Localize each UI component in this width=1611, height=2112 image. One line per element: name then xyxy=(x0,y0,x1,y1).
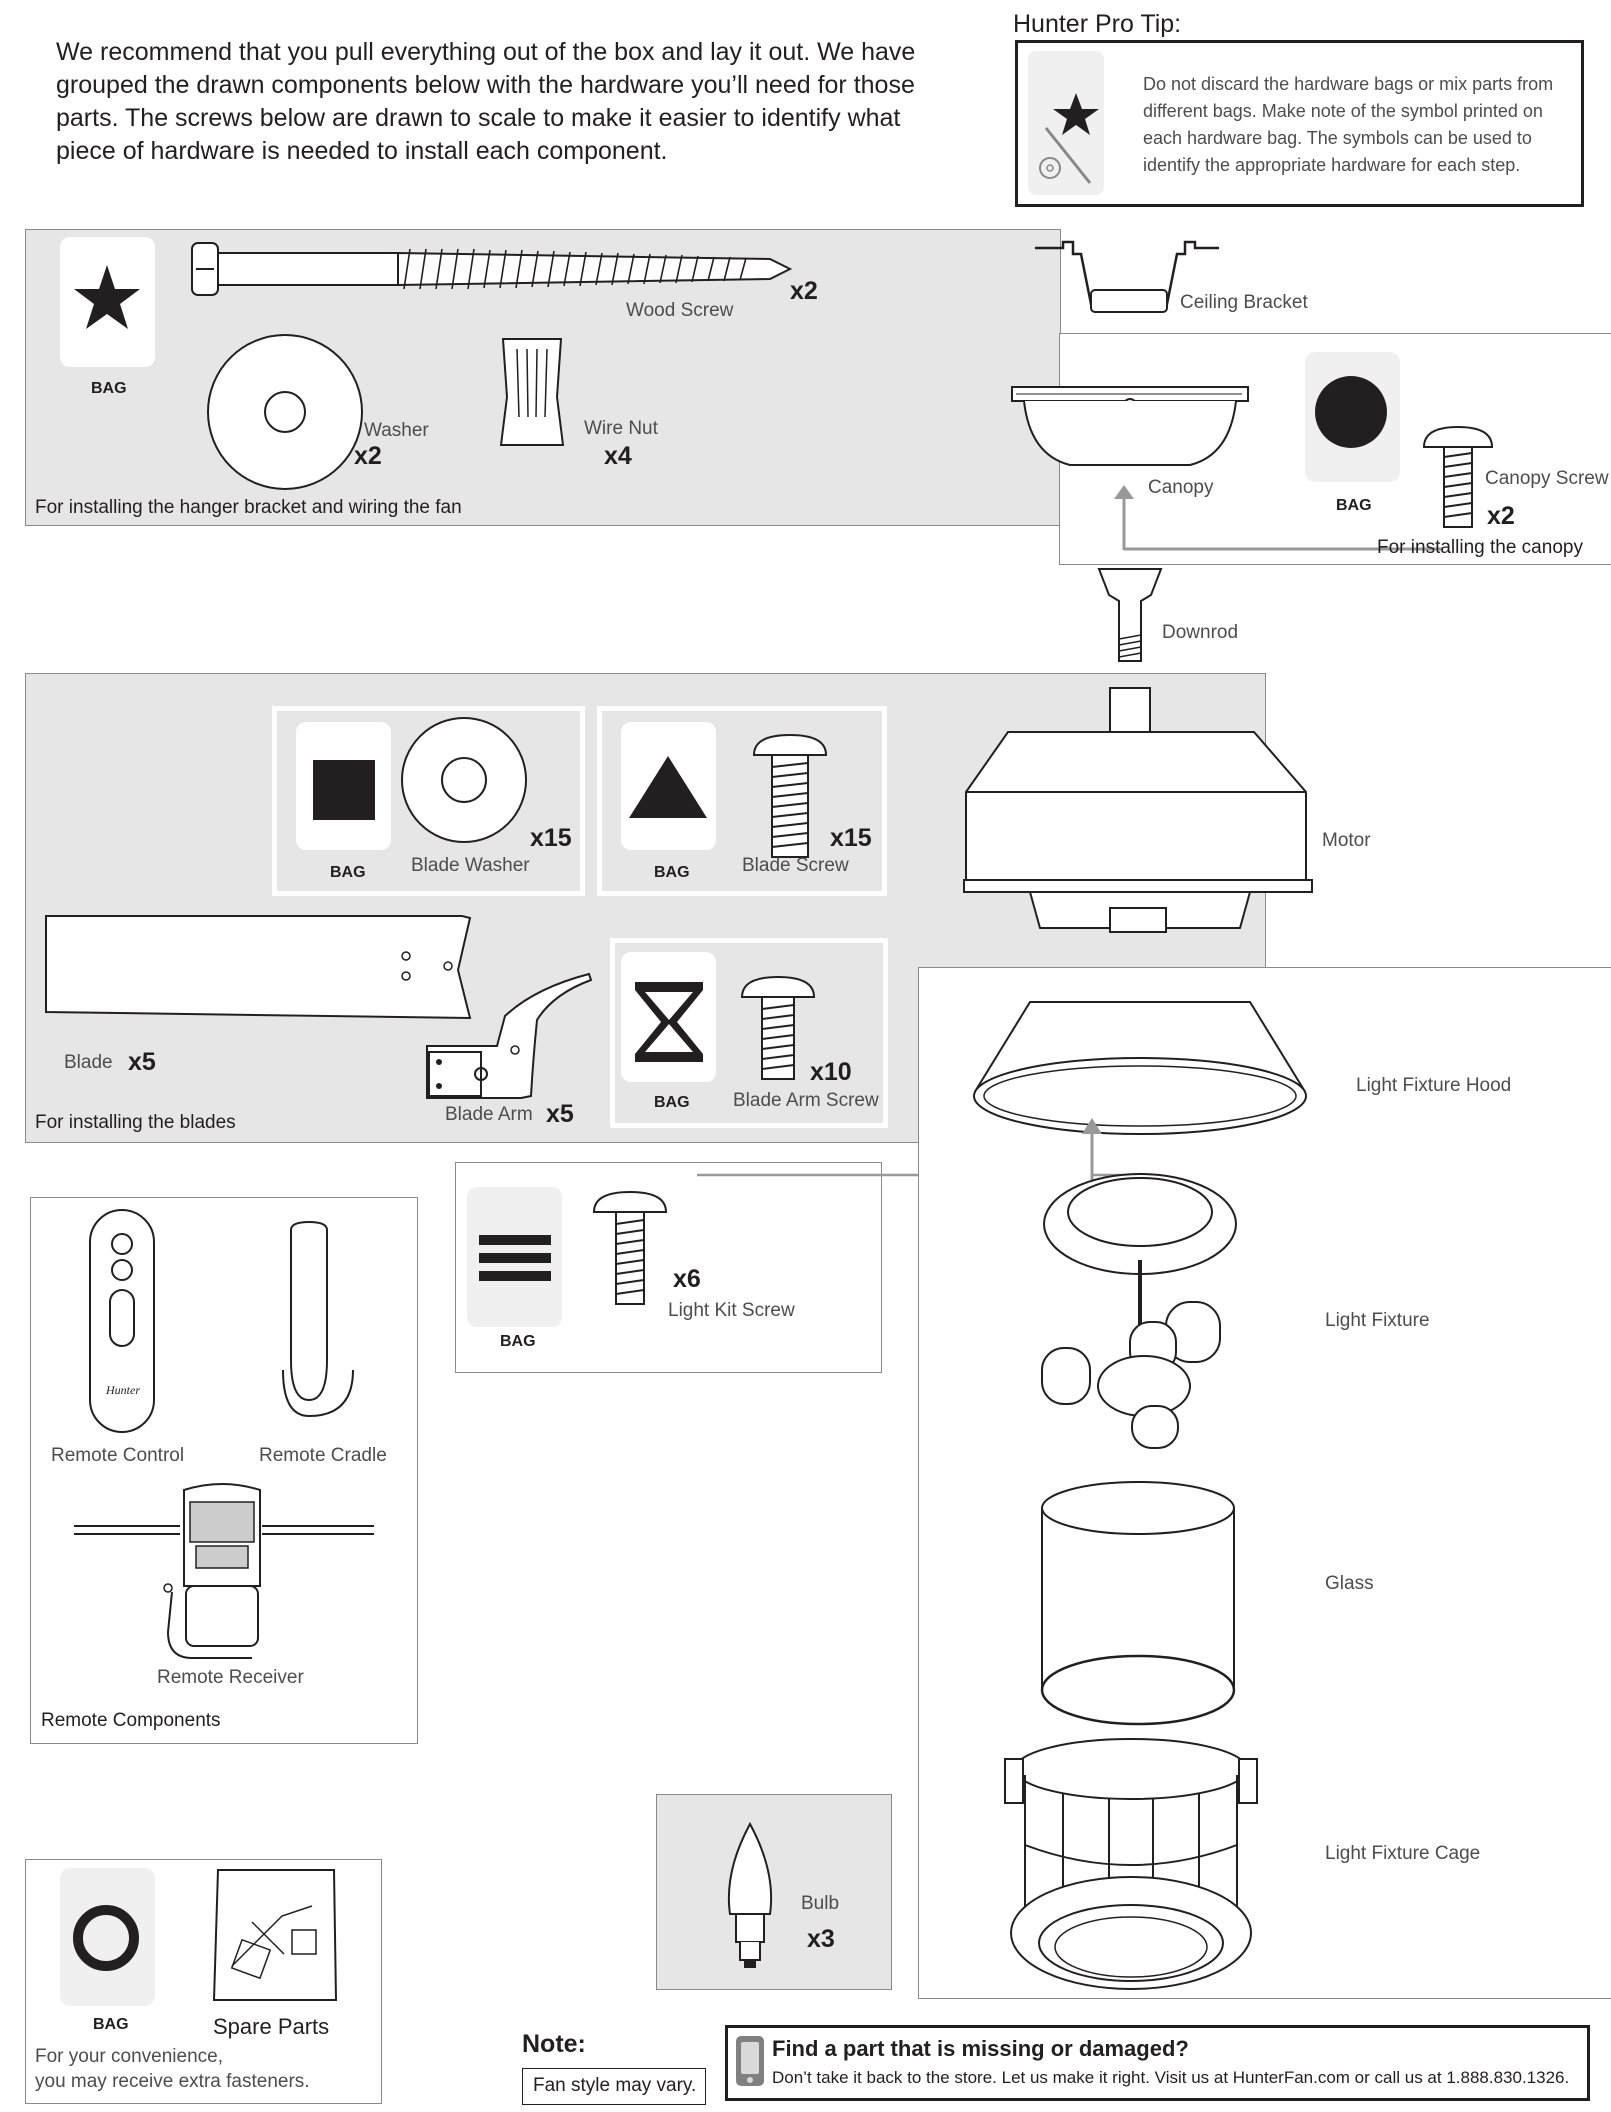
wood-screw-label: Wood Screw xyxy=(626,300,734,321)
spare-caption-line1: For your convenience, xyxy=(35,2046,223,2067)
pro-tip-title: Hunter Pro Tip: xyxy=(1013,10,1182,38)
remote-control-label: Remote Control xyxy=(51,1445,185,1466)
blade-screw-icon xyxy=(752,733,828,858)
glass-icon xyxy=(1040,1481,1236,1726)
triangle-symbol-icon xyxy=(629,756,707,818)
downrod-label: Downrod xyxy=(1162,622,1239,643)
star-symbol-icon xyxy=(74,265,140,329)
washer-qty: x2 xyxy=(354,442,382,470)
washer-icon xyxy=(207,334,363,490)
spare-parts-label: Spare Parts xyxy=(213,2014,330,2039)
motor-label: Motor xyxy=(1322,830,1371,851)
light-fixture-cage-label: Light Fixture Cage xyxy=(1325,1843,1481,1864)
hourglass-symbol-icon xyxy=(635,982,703,1062)
blade-arm-screw-icon xyxy=(740,975,816,1080)
blade-qty: x5 xyxy=(128,1048,156,1076)
remote-cradle-label: Remote Cradle xyxy=(259,1445,387,1466)
remote-components-caption: Remote Components xyxy=(41,1710,221,1731)
wood-screw-qty: x2 xyxy=(790,277,818,305)
ceiling-bracket-icon xyxy=(1035,240,1219,313)
bulb-icon xyxy=(727,1821,773,1968)
missing-part-banner: Find a part that is missing or damaged? … xyxy=(725,2025,1590,2101)
blade-arm-screw-label: Blade Arm Screw xyxy=(733,1090,879,1111)
bulb-label: Bulb xyxy=(801,1893,840,1914)
note-box: Fan style may vary. xyxy=(522,2068,706,2105)
blade-screw-label: Blade Screw xyxy=(742,855,849,876)
blade-icon xyxy=(45,915,472,1020)
pro-tip-box: Do not discard the hardware bags or mix … xyxy=(1015,40,1584,207)
blade-screw-qty: x15 xyxy=(830,824,872,852)
hanger-group-caption: For installing the hanger bracket and wi… xyxy=(35,497,462,518)
blade-washer-icon xyxy=(401,717,527,843)
light-fixture-hood-icon xyxy=(973,1001,1307,1135)
svg-text:Hunter: Hunter xyxy=(105,1383,140,1397)
bars-bag-label: BAG xyxy=(500,1333,536,1350)
canopy-label: Canopy xyxy=(1148,477,1214,498)
note-text: Fan style may vary. xyxy=(533,2075,697,2096)
circle-symbol-icon xyxy=(1315,376,1387,448)
bulb-qty: x3 xyxy=(807,1925,835,1953)
motor-icon xyxy=(963,687,1313,933)
blade-washer-box xyxy=(272,706,585,896)
spare-parts-bag-icon xyxy=(212,1869,338,2001)
ring-symbol-icon xyxy=(73,1905,139,1971)
blade-washer-qty: x15 xyxy=(530,824,572,852)
note-title: Note: xyxy=(522,2030,586,2058)
light-kit-screw-icon xyxy=(592,1190,668,1305)
light-fixture-cage-icon xyxy=(1004,1738,1258,1990)
pro-tip-screw-icon xyxy=(1039,93,1099,184)
missing-part-title: Find a part that is missing or damaged? xyxy=(772,2036,1189,2061)
pro-tip-text: Do not discard the hardware bags or mix … xyxy=(1143,74,1554,175)
glass-label: Glass xyxy=(1325,1573,1374,1594)
square-symbol-icon xyxy=(313,760,375,820)
remote-receiver-label: Remote Receiver xyxy=(157,1667,304,1688)
blade-arm-label: Blade Arm xyxy=(445,1104,533,1125)
circle-bag-label: BAG xyxy=(1336,497,1372,514)
canopy-screw-label: Canopy Screw xyxy=(1485,468,1609,489)
light-fixture-icon xyxy=(1041,1173,1237,1449)
light-fixture-hood-label: Light Fixture Hood xyxy=(1356,1075,1512,1096)
blade-arm-qty: x5 xyxy=(546,1100,574,1128)
wood-screw-icon xyxy=(191,242,793,296)
hourglass-bag-label: BAG xyxy=(654,1094,690,1111)
canopy-group-caption: For installing the canopy xyxy=(1377,537,1583,558)
bulb-panel xyxy=(656,1794,892,1990)
blade-arm-icon xyxy=(426,972,593,1099)
triangle-bag-label: BAG xyxy=(654,864,690,881)
light-fixture-label: Light Fixture xyxy=(1325,1310,1430,1331)
remote-control-icon: Hunter xyxy=(89,1209,155,1433)
square-bag-label: BAG xyxy=(330,864,366,881)
blade-arm-screw-box xyxy=(610,938,888,1128)
bars-symbol-icon xyxy=(479,1235,551,1281)
light-kit-screw-qty: x6 xyxy=(673,1265,701,1293)
light-kit-screw-label: Light Kit Screw xyxy=(668,1300,795,1321)
blade-group-caption: For installing the blades xyxy=(35,1112,236,1133)
wire-nut-icon xyxy=(499,338,565,446)
canopy-arrow-icon xyxy=(1114,485,1442,551)
canopy-screw-icon xyxy=(1422,425,1494,528)
washer-label: Washer xyxy=(364,420,429,441)
remote-receiver-icon xyxy=(74,1483,374,1659)
spare-caption-line2: you may receive extra fasteners. xyxy=(35,2071,310,2092)
star-bag-label: BAG xyxy=(91,380,127,397)
blade-arm-screw-qty: x10 xyxy=(810,1058,852,1086)
missing-part-text: Don’t take it back to the store. Let us … xyxy=(772,2068,1570,2087)
ring-bag-label: BAG xyxy=(93,2016,129,2033)
blade-screw-box xyxy=(597,706,887,896)
phone-icon xyxy=(736,2036,764,2086)
wire-nut-qty: x4 xyxy=(604,442,632,470)
ceiling-bracket-label: Ceiling Bracket xyxy=(1180,292,1308,313)
blade-label: Blade xyxy=(64,1052,113,1073)
downrod-icon xyxy=(1097,568,1163,662)
wire-nut-label: Wire Nut xyxy=(584,418,658,439)
intro-text: We recommend that you pull everything ou… xyxy=(56,38,916,165)
light-fixture-panel xyxy=(918,967,1611,1999)
canopy-screw-qty: x2 xyxy=(1487,502,1515,530)
canopy-icon xyxy=(1011,386,1249,466)
blade-washer-label: Blade Washer xyxy=(411,855,530,876)
remote-cradle-icon xyxy=(282,1220,354,1418)
